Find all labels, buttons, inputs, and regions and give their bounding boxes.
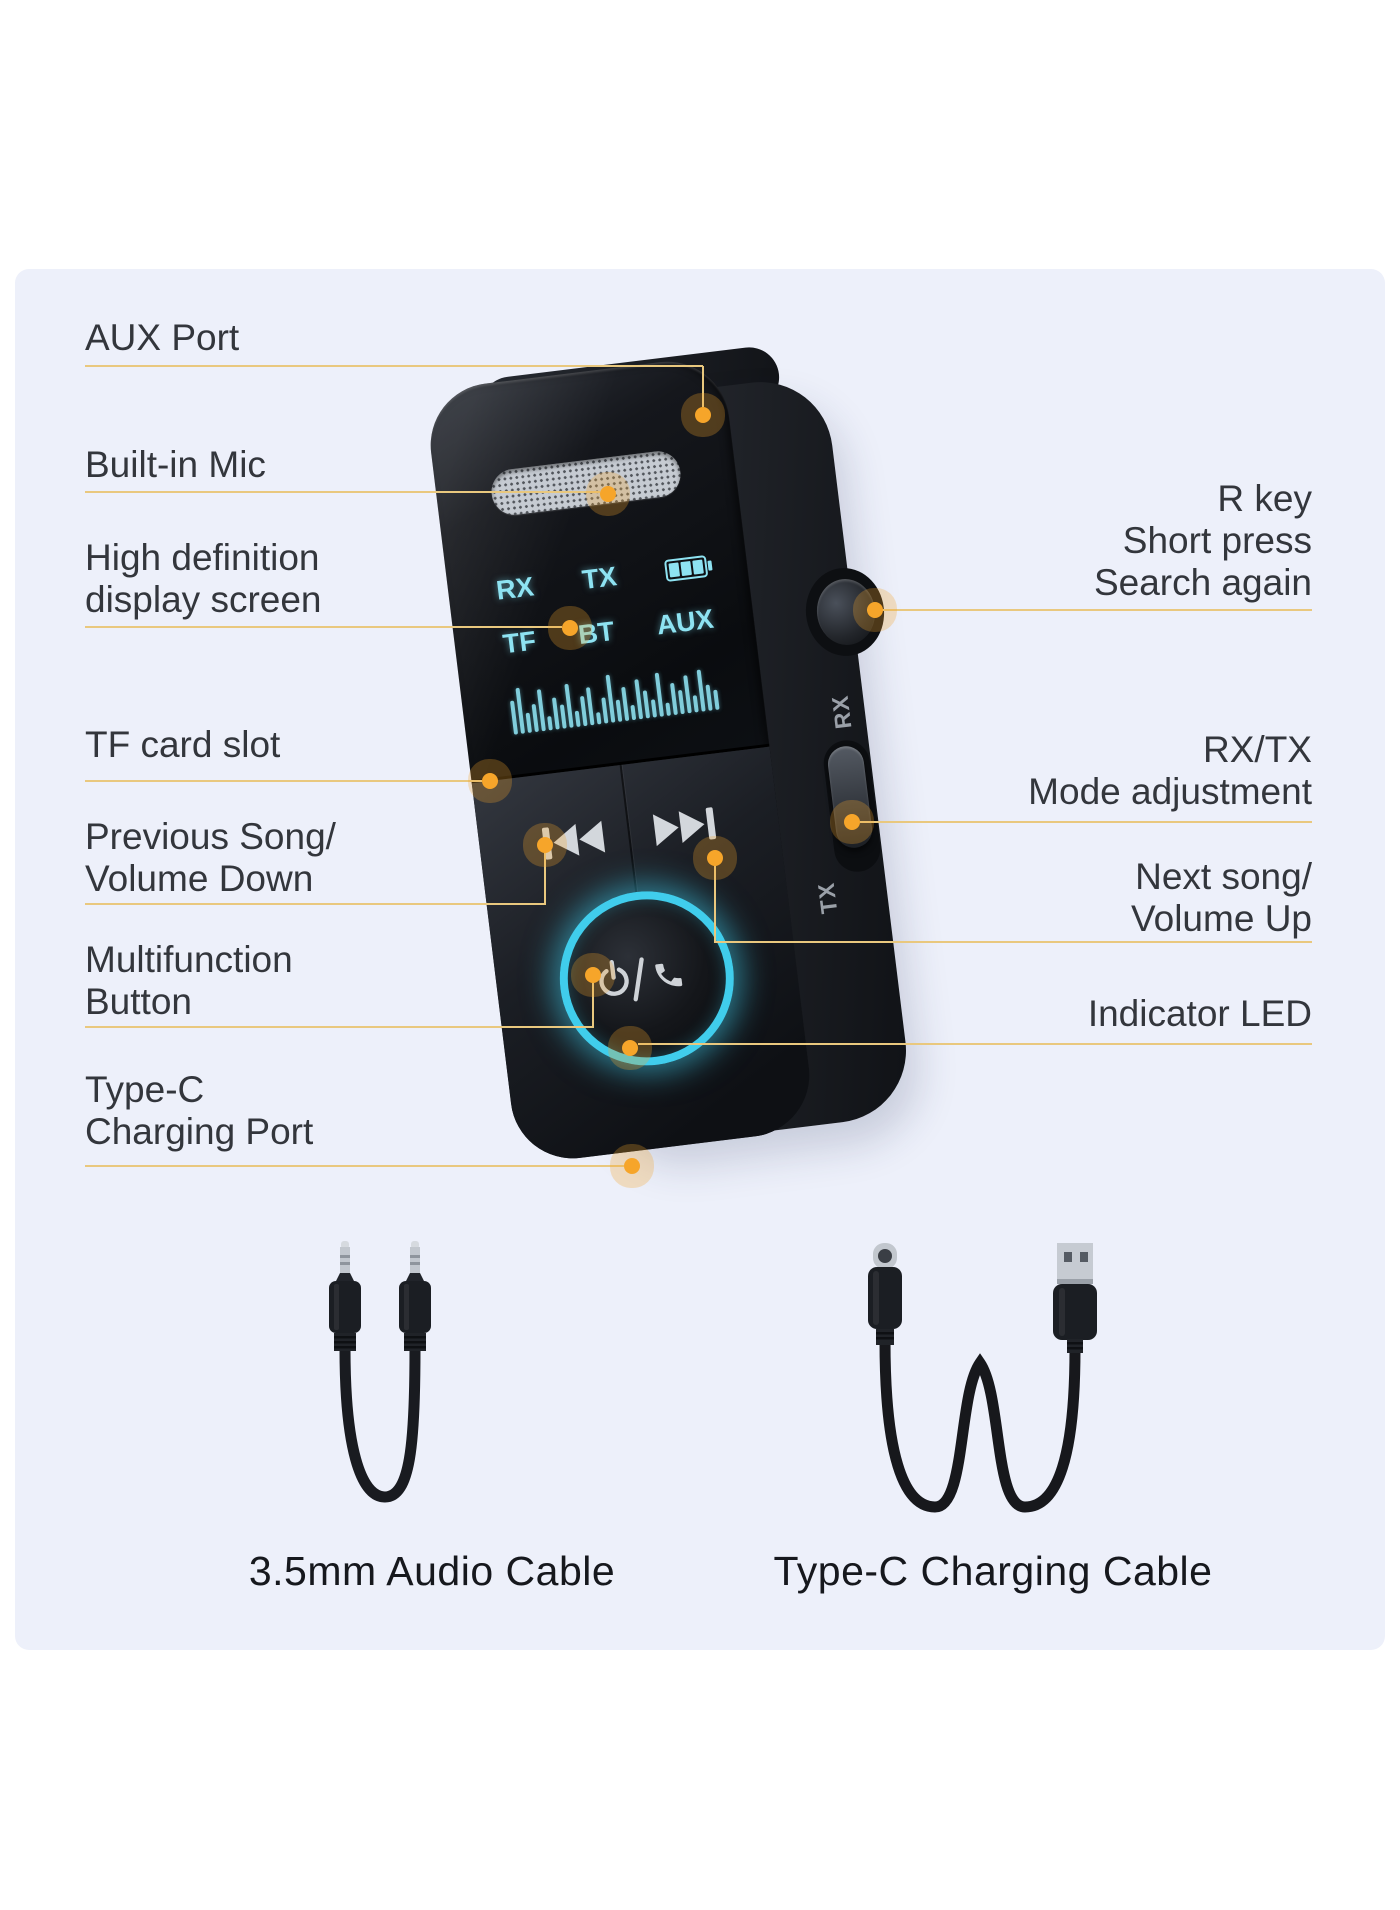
device-front-face: RX TX TF BT AUX (423, 354, 817, 1166)
callout-dot-tf-card-slot (482, 773, 498, 789)
device-lower-body (471, 746, 817, 1166)
callout-line-tf-card-slot (85, 780, 482, 782)
callout-dot-type-c-port (624, 1158, 640, 1174)
screen-tf-label: TF (501, 625, 538, 660)
callout-line-built-in-mic (85, 491, 600, 493)
mic-grille-icon (488, 448, 684, 518)
callout-line-display-screen (85, 626, 562, 628)
callout-dot-rx-tx-mode (844, 814, 860, 830)
next-track-button[interactable] (648, 801, 719, 853)
callout-line-multifunction-elbow (592, 982, 594, 1027)
callout-dot-indicator-led (622, 1040, 638, 1056)
screen-rx-label: RX (494, 571, 536, 606)
screen-status-row: RX TX (495, 550, 709, 607)
battery-icon (663, 554, 709, 582)
usb-c-plug (868, 1243, 902, 1345)
callout-line-multifunction (85, 1026, 594, 1028)
callout-line-aux-port-elbow (702, 366, 704, 407)
usb-a-plug (1053, 1243, 1097, 1353)
screen-bt-label: BT (576, 615, 617, 651)
label-rx-tx-mode: RX/TX Mode adjustment (1028, 729, 1312, 812)
side-tx-label: TX (812, 880, 843, 916)
callout-dot-multifunction (585, 967, 601, 983)
callout-line-rx-tx-mode (860, 821, 1312, 823)
power-phone-icon (599, 957, 683, 1002)
charging-cable-image (868, 1243, 1097, 1513)
callout-line-r-key (867, 609, 1312, 611)
callout-line-next-song (714, 941, 1312, 943)
callout-line-aux-port (85, 365, 703, 367)
callout-dot-display-screen (562, 620, 578, 636)
button-divider (619, 764, 638, 895)
multifunction-button[interactable] (549, 881, 744, 1076)
callout-dot-built-in-mic (600, 486, 616, 502)
label-next-song: Next song/ Volume Up (1131, 856, 1312, 939)
screen-aux-label: AUX (655, 603, 716, 641)
callout-dot-aux-port (695, 407, 711, 423)
screen-source-row: TF BT AUX (501, 604, 715, 661)
label-previous-song: Previous Song/ Volume Down (85, 816, 336, 899)
label-indicator-led: Indicator LED (1087, 993, 1312, 1034)
audio-cable-caption: 3.5mm Audio Cable (248, 1548, 616, 1594)
callout-dot-next-song (707, 850, 723, 866)
label-aux-port: AUX Port (85, 317, 240, 358)
callout-dot-previous-song (537, 837, 553, 853)
callout-line-type-c-port (85, 1165, 624, 1167)
charging-cable-caption: Type-C Charging Cable (773, 1548, 1213, 1594)
equalizer-bars (501, 651, 724, 735)
label-type-c-port: Type-C Charging Port (85, 1069, 314, 1152)
audio-cable-image (329, 1241, 431, 1503)
label-multifunction: Multifunction Button (85, 939, 293, 1022)
label-r-key: R key Short press Search again (1093, 478, 1312, 603)
callout-line-indicator-led (638, 1043, 1312, 1045)
label-display-screen: High definition display screen (85, 537, 322, 620)
aux-plug-left (329, 1241, 361, 1351)
callout-line-next-song-elbow (714, 865, 716, 942)
label-tf-card-slot: TF card slot (85, 724, 281, 765)
callout-line-previous-song-elbow (544, 852, 546, 904)
aux-plug-right (399, 1241, 431, 1351)
side-rx-label: RX (826, 693, 857, 731)
callout-dot-r-key (867, 602, 883, 618)
screen-tx-label: TX (580, 561, 619, 596)
label-built-in-mic: Built-in Mic (85, 444, 266, 485)
callout-line-previous-song (85, 903, 546, 905)
